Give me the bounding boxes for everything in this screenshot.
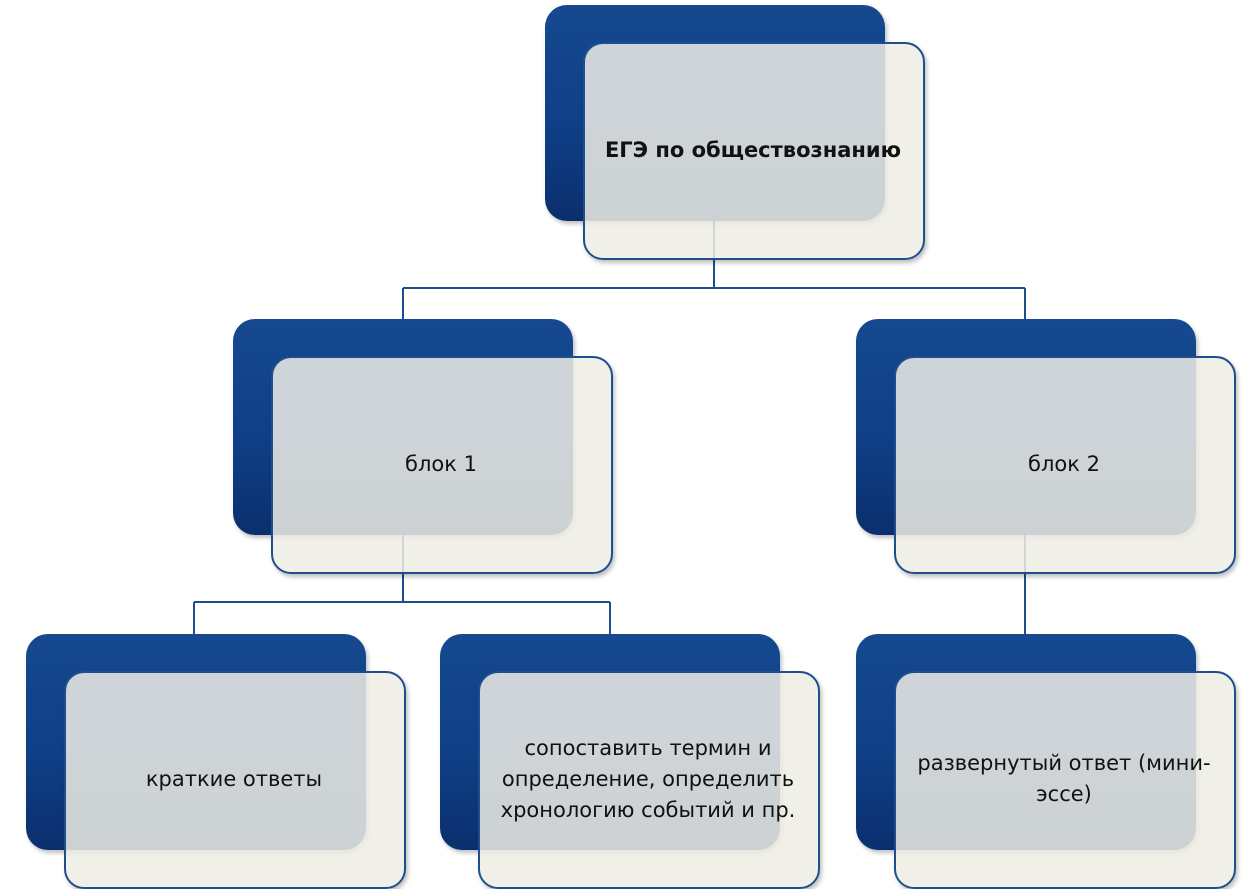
node-label: блок 2 bbox=[1028, 451, 1100, 476]
node-front-box bbox=[271, 356, 613, 574]
node-label: ЕГЭ по обществознанию bbox=[604, 137, 902, 162]
node-label: блок 1 bbox=[405, 451, 477, 476]
node-front-box bbox=[894, 356, 1236, 574]
node-label: сопоставить термин и определение, опреде… bbox=[500, 735, 796, 822]
node-front-box bbox=[894, 671, 1236, 889]
node-front-box bbox=[478, 671, 820, 889]
node-front-box bbox=[583, 42, 925, 260]
node-label: развернутый ответ (мини-эссе) bbox=[917, 751, 1211, 806]
node-label: краткие ответы bbox=[145, 766, 323, 791]
